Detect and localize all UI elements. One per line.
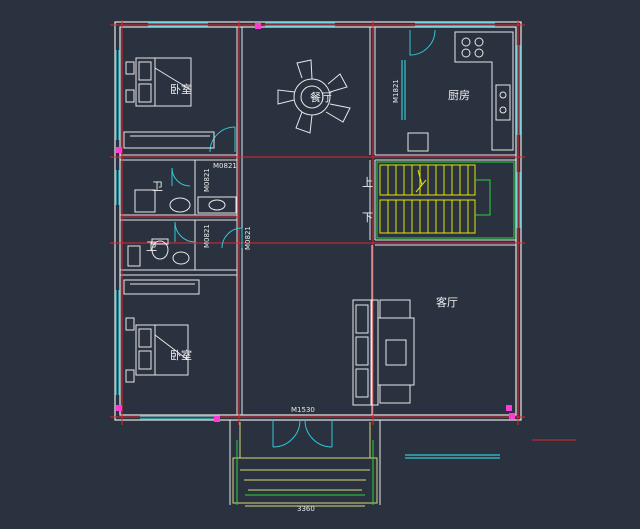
door-label-m0821-a: M0821 [213,162,237,170]
exterior-walls [114,21,522,421]
kitchen-fixtures [407,31,514,152]
room-label-kitchen: 厨房 [448,89,470,102]
door-labels: M0821 M0821 M0821 M0821 M1821 M1530 [203,79,400,414]
door-label-m1530: M1530 [291,406,315,414]
door-label-m0821-c: M0821 [203,224,211,248]
stair-label-up: 上 [362,176,373,189]
room-label-bath-top: 卫 [152,180,163,193]
living-sofa-set [352,299,415,406]
room-label-bedroom-top: 卧室 [170,82,192,96]
dining-table [277,59,351,134]
column-markers [116,23,515,422]
room-label-bedroom-bottom: 卧室 [170,348,192,362]
bed-bottom [123,279,200,383]
porch-dimension-label: 3360 [297,505,315,513]
windows [115,22,521,459]
interior-walls [120,27,516,415]
axis-lines [110,20,576,441]
door-label-m1821: M1821 [392,79,400,103]
room-labels: 卧室 餐厅 厨房 卫 卫 卧室 客厅 上 下 [146,82,470,362]
door-label-m0821-d: M0821 [244,226,252,250]
door-label-m0821-b: M0821 [203,168,211,192]
room-label-bath-bottom: 卫 [146,240,157,253]
room-label-living: 客厅 [436,295,458,309]
bed-top [123,57,215,149]
staircase [376,161,515,239]
entry-porch [229,420,381,505]
bath-fixtures [127,189,237,267]
stair-label-down: 下 [362,211,373,224]
room-label-dining: 餐厅 [310,90,332,104]
